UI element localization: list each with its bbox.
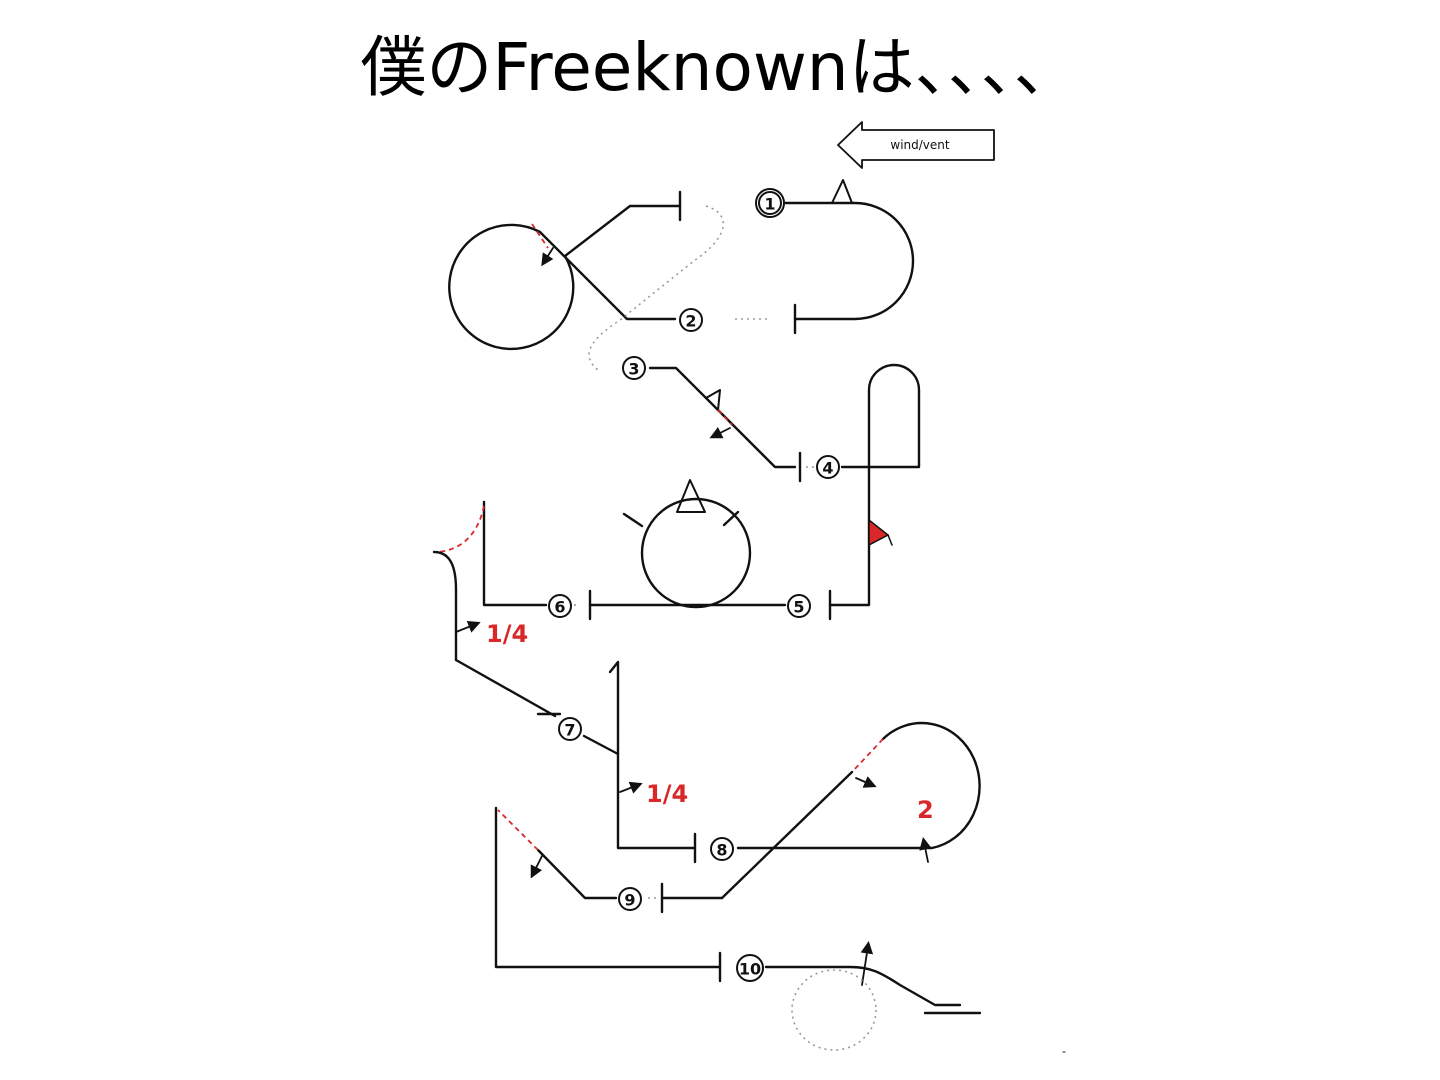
figure-number-circle [548, 594, 572, 618]
figure-5 [588, 479, 787, 621]
figure-7: 1/4 [454, 658, 697, 864]
figure-number-text: 10 [739, 960, 761, 979]
snap-symbol [831, 179, 853, 204]
figure-2 [448, 190, 768, 371]
figure-number-text: 7 [564, 721, 575, 740]
figure-number-badge: 2 [679, 308, 703, 332]
figure-number-badge: 3 [622, 356, 646, 380]
wind-arrow: wind/vent [837, 121, 995, 169]
figure-number-text: 1 [764, 195, 775, 214]
figure-9 [497, 809, 724, 914]
figure-number-text: 9 [624, 891, 635, 910]
figure-number-text: 2 [685, 312, 696, 331]
figure-number-circle [787, 594, 811, 618]
page-title: 僕のFreeknownは、、、、 [360, 29, 1080, 106]
figure-number-badge: 7 [558, 717, 582, 741]
figure-number-circle [758, 191, 782, 215]
figure-number-badge: 4 [816, 455, 840, 479]
figure-8: 2 [720, 721, 981, 900]
figure-number-circle [558, 717, 582, 741]
wind-label: wind/vent [890, 138, 950, 152]
snap-symbol [676, 479, 706, 513]
figure-numbers: 1 2 3 4 5 6 7 8 9 10 [548, 191, 840, 982]
figure-number-circle [622, 356, 646, 380]
figure-10 [494, 806, 1066, 1053]
figure-number-text: 5 [793, 598, 804, 617]
figure-number-badge: 8 [710, 837, 734, 861]
figure-number-text: 6 [554, 598, 565, 617]
roll-label: 1/4 [486, 620, 528, 648]
figure-number-circle [816, 455, 840, 479]
figure-number-text: 3 [628, 360, 639, 379]
figure-number-circle [679, 308, 703, 332]
figure-1 [755, 179, 915, 335]
figure-number-text: 8 [716, 841, 727, 860]
figure-4 [806, 363, 921, 621]
figure-number-badge: 5 [787, 594, 811, 618]
figure-number-badge: 6 [548, 594, 572, 618]
figure-number-text: 4 [822, 459, 833, 478]
figure-3 [648, 366, 802, 483]
figure-number-circle [618, 887, 642, 911]
spin-flag-icon [868, 518, 890, 547]
roll-label: 2 [917, 796, 934, 824]
figure-6: 1/4 [432, 500, 580, 662]
figure-number-badge: 9 [618, 887, 642, 911]
figure-number-badge: 1 [758, 191, 782, 215]
figure-number-badge: 10 [736, 954, 764, 982]
roll-label: 1/4 [646, 780, 688, 808]
figure-number-circle [736, 954, 764, 982]
figure-number-circle [710, 837, 734, 861]
snap-symbol [705, 389, 721, 411]
